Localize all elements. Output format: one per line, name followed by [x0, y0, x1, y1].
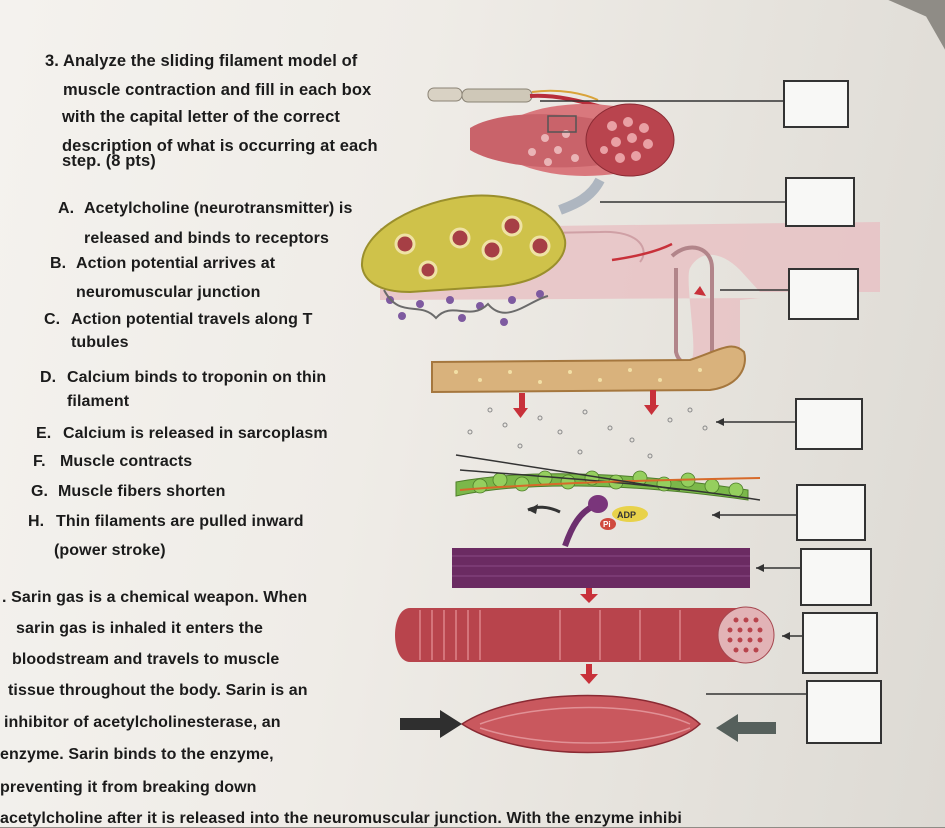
option-g-text: Muscle fibers shorten — [58, 483, 226, 500]
option-c-text: Action potential travels along T — [71, 311, 313, 328]
q4-line-2: sarin gas is inhaled it enters the — [16, 620, 264, 637]
q4-line-5: inhibitor of acetylcholinesterase, an — [4, 714, 281, 731]
option-c-text-2: tubules — [71, 334, 129, 351]
myofibril — [452, 548, 750, 588]
answer-box-2[interactable] — [785, 177, 855, 227]
adp-label: ADP — [617, 510, 636, 520]
calcium-ions — [467, 407, 708, 459]
q4-line-1: . Sarin gas is a chemical weapon. When — [2, 589, 308, 606]
option-h-text: Thin filaments are pulled inward — [56, 513, 304, 530]
q4-line-8: acetylcholine after it is released into … — [0, 810, 682, 827]
myofibril-stripes — [452, 555, 750, 577]
contracting-muscle — [460, 694, 702, 754]
option-d-text-2: filament — [67, 393, 130, 410]
option-b-letter: B. — [50, 255, 67, 272]
muscle-fiber — [395, 606, 775, 664]
leader-lines — [455, 100, 806, 695]
zoom-arrow — [558, 177, 605, 215]
option-f-text: Muscle contracts — [60, 453, 193, 470]
answer-box-8[interactable] — [806, 680, 882, 744]
option-e-text: Calcium is released in sarcoplasm — [63, 425, 328, 442]
q3-line-4: description of what is occurring at each — [62, 137, 378, 155]
option-h-text-2: (power stroke) — [54, 542, 166, 559]
step-arrow-6 — [580, 588, 598, 603]
option-b-text: Action potential arrives at — [76, 255, 276, 272]
option-a-text: Acetylcholine (neurotransmitter) is — [84, 200, 353, 217]
calcium-release-arrows — [513, 390, 659, 418]
option-a-text-2: released and binds to receptors — [84, 230, 329, 247]
thin-filament — [455, 469, 761, 501]
answer-box-3[interactable] — [788, 268, 859, 320]
q3-line-1: 3. Analyze the sliding filament model of — [45, 52, 358, 70]
option-c-letter: C. — [44, 311, 61, 328]
step-arrow-7 — [580, 664, 598, 684]
q4-line-7: preventing it from breaking down — [0, 779, 257, 796]
q4-line-3: bloodstream and travels to muscle — [12, 651, 280, 668]
option-f-letter: F. — [33, 453, 46, 470]
answer-box-1[interactable] — [783, 80, 849, 128]
q3-line-2: muscle contraction and fill in each box — [63, 81, 372, 99]
option-e-letter: E. — [36, 425, 52, 442]
pi-label: Pi — [603, 520, 611, 529]
contraction-arrow-left — [400, 710, 462, 738]
q3-line-5: step. (8 pts) — [62, 152, 156, 170]
answer-box-6[interactable] — [800, 548, 872, 606]
answer-box-5[interactable] — [796, 484, 866, 541]
q3-line-3: with the capital letter of the correct — [62, 108, 340, 126]
option-a-letter: A. — [58, 200, 75, 217]
q4-line-4: tissue throughout the body. Sarin is an — [8, 682, 308, 699]
answer-box-7[interactable] — [802, 612, 878, 674]
option-g-letter: G. — [31, 483, 49, 500]
myosin-head — [527, 495, 648, 547]
option-d-letter: D. — [40, 369, 57, 386]
sarcoplasmic-reticulum — [431, 345, 746, 394]
option-h-letter: H. — [28, 513, 45, 530]
option-d-text: Calcium binds to troponin on thin — [67, 369, 327, 386]
contraction-arrow-right — [716, 714, 776, 742]
muscle-fiber-bundle — [470, 103, 675, 177]
q4-line-6: enzyme. Sarin binds to the enzyme, — [0, 746, 274, 763]
axon-terminal-vesicles — [360, 194, 567, 326]
leader-arrowheads — [712, 418, 790, 640]
option-b-text-2: neuromuscular junction — [76, 284, 261, 301]
answer-box-4[interactable] — [795, 398, 863, 450]
